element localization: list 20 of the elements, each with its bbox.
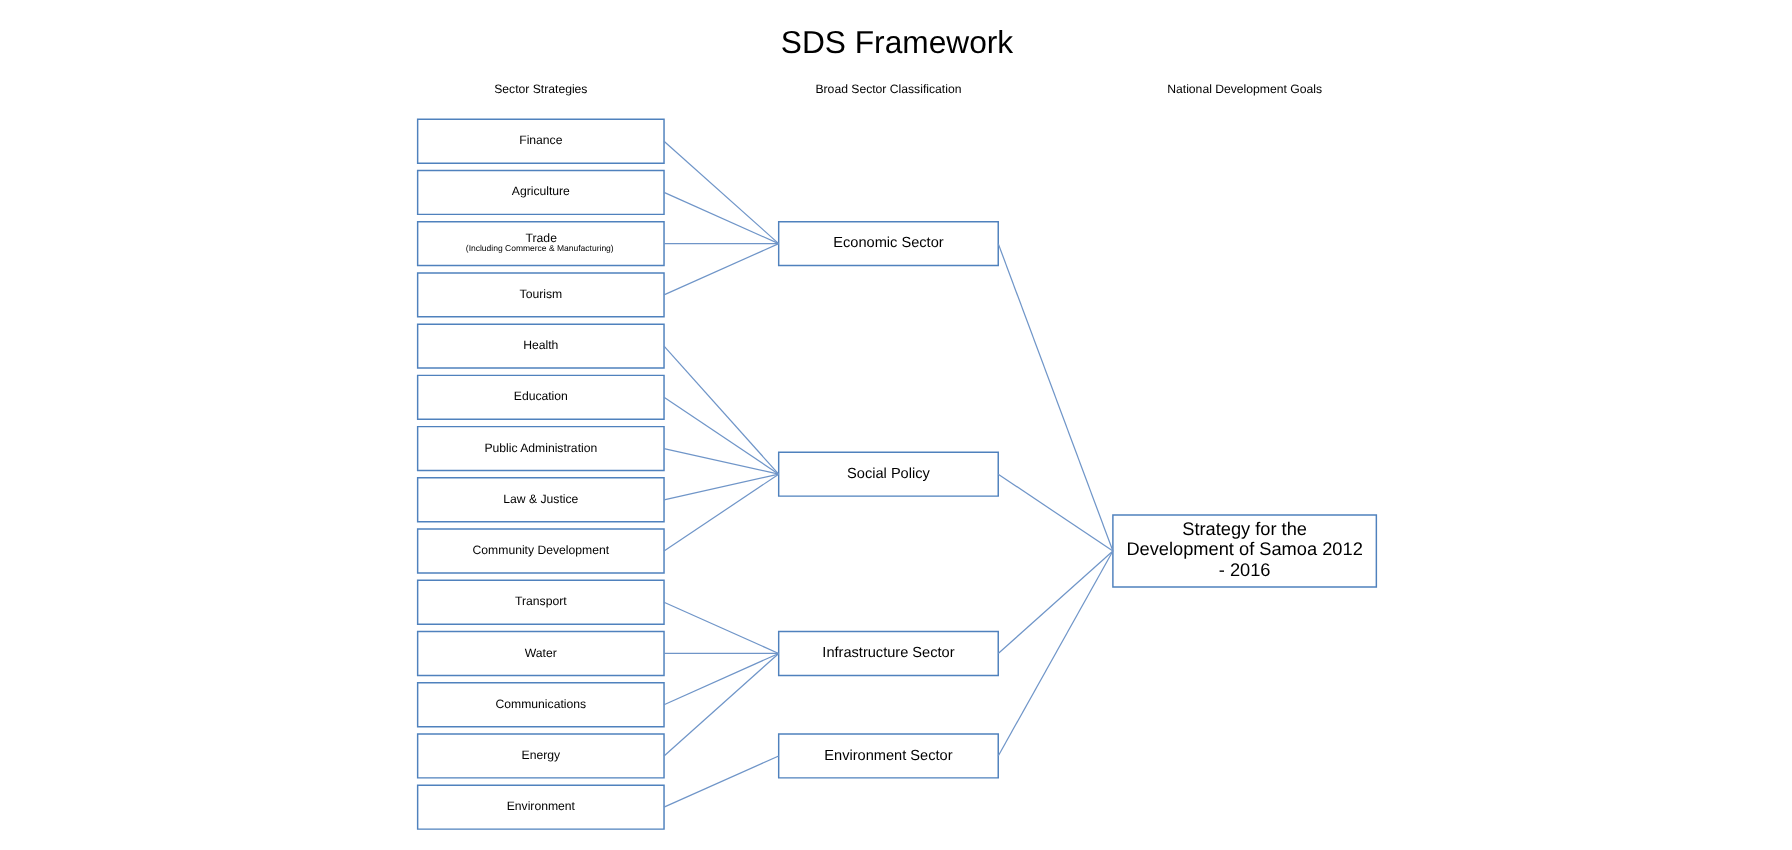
- connector: [662, 242, 779, 244]
- connector: [662, 754, 779, 807]
- node-box: Strategy for the Development of Samoa 2012 - 2016: [1111, 513, 1377, 587]
- connector: [996, 242, 1113, 551]
- connector: [662, 651, 779, 756]
- connector: [996, 472, 1113, 551]
- connector: [662, 472, 779, 551]
- connector: [662, 446, 779, 474]
- connector: [996, 549, 1113, 756]
- connector: [662, 472, 779, 500]
- connector: [662, 395, 779, 474]
- connector: [996, 549, 1113, 654]
- connector: [662, 651, 779, 654]
- connector: [662, 600, 779, 654]
- diagram-title: SDS Framework: [779, 26, 1013, 61]
- connector: [662, 190, 779, 244]
- connector: [662, 344, 779, 474]
- connector: [662, 242, 779, 295]
- connector: [662, 651, 779, 705]
- connector: [662, 139, 779, 244]
